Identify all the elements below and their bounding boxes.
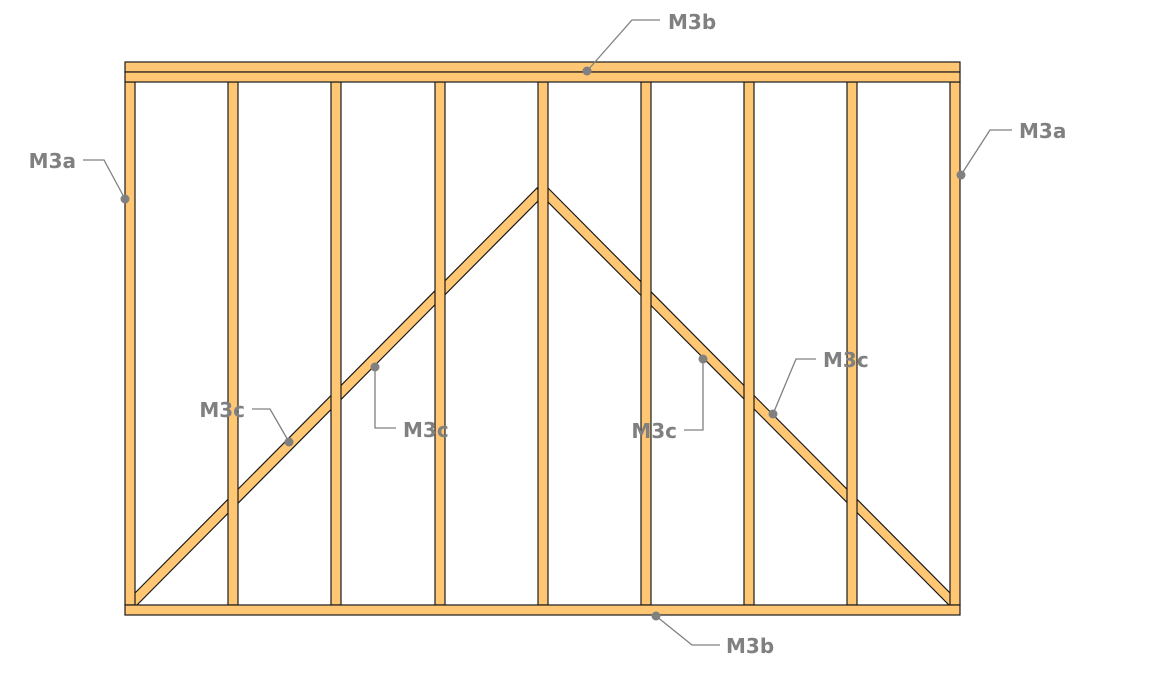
leader-brace-left-upper [374, 367, 396, 429]
leader-left-end-stud [83, 159, 126, 200]
stud-3 [434, 81, 446, 606]
callout-dots [120, 66, 966, 621]
label-left-end-stud: M3a [29, 149, 76, 173]
stud-7 [846, 81, 858, 606]
stud-1 [227, 81, 239, 606]
dot-left-end-stud [120, 194, 130, 204]
stud-5 [640, 81, 652, 606]
label-top-plate: M3b [668, 10, 716, 34]
label-brace-left-upper: M3c [403, 418, 449, 442]
stud-6 [743, 81, 755, 606]
left-end-stud [124, 81, 136, 606]
dot-brace-right-upper [698, 354, 708, 364]
right-end-stud [949, 81, 961, 606]
leader-right-end-stud [960, 129, 1012, 176]
label-bottom-plate: M3b [726, 634, 774, 658]
stud-4 [537, 81, 549, 606]
label-right-end-stud: M3a [1019, 119, 1066, 143]
callouts [83, 19, 1012, 646]
leader-bottom-plate [655, 615, 720, 646]
stud-2 [330, 81, 342, 606]
dot-brace-right-lower [768, 409, 778, 419]
leader-brace-right-upper [684, 359, 704, 431]
top-plate-upper [124, 61, 961, 73]
leader-brace-left-lower [252, 408, 290, 443]
top-plate-lower [124, 71, 961, 83]
dot-brace-left-upper [370, 362, 380, 372]
callout-labels: M3b M3b M3a M3a M3c M3c M3c M3c [29, 10, 1067, 658]
wall-frame [124, 61, 961, 616]
leader-brace-right-lower [772, 358, 816, 415]
label-brace-right-lower: M3c [823, 348, 869, 372]
dot-brace-left-lower [284, 437, 294, 447]
dot-top-plate [582, 66, 592, 76]
label-brace-right-upper: M3c [631, 419, 677, 443]
leader-top-plate [586, 19, 660, 72]
dot-right-end-stud [956, 170, 966, 180]
bottom-plate [124, 604, 961, 616]
label-brace-left-lower: M3c [199, 398, 245, 422]
dot-bottom-plate [651, 611, 661, 621]
